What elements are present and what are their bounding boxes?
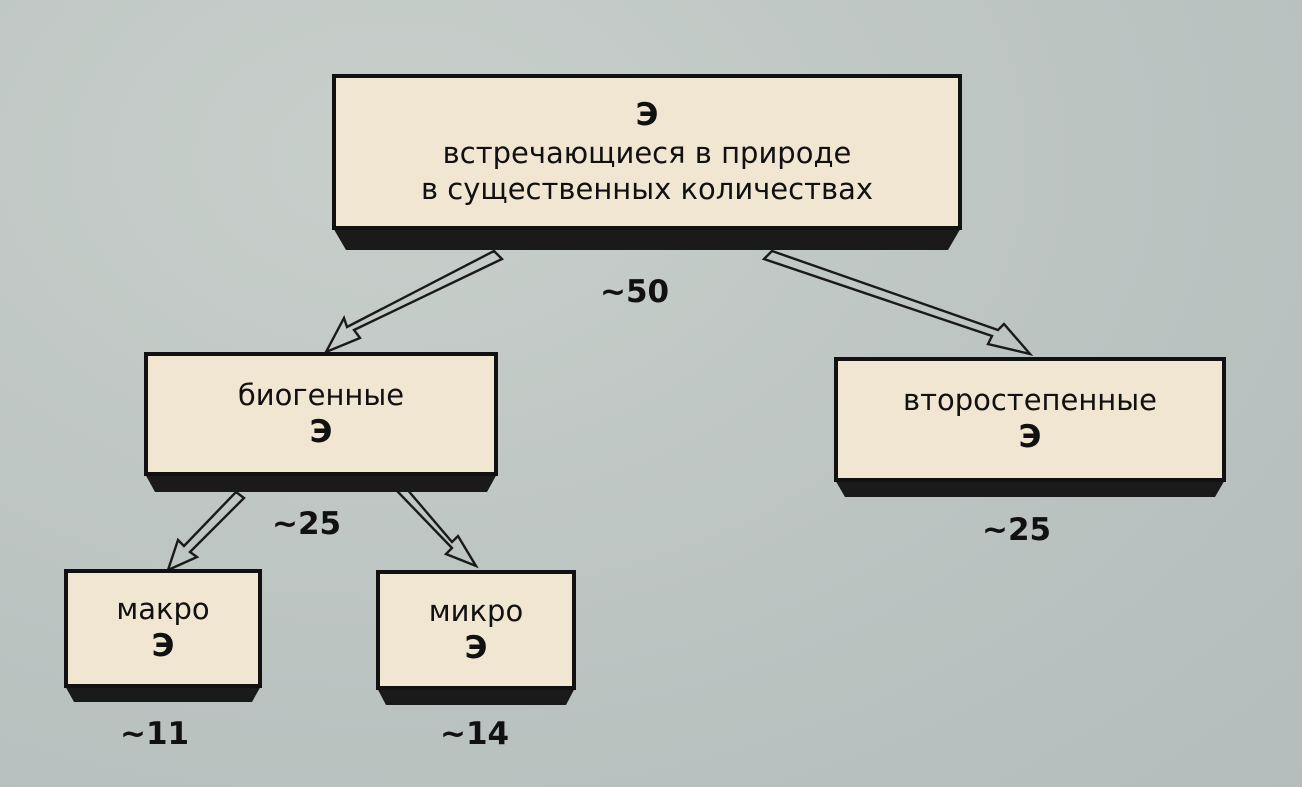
micro-box: микро Э	[376, 570, 576, 690]
macro-box-shadow	[64, 684, 262, 702]
secondary-count: ~25	[982, 512, 1052, 548]
arrow-biogenic-to-micro	[396, 486, 479, 569]
root-count: ~50	[600, 274, 670, 310]
biogenic-box: биогенные Э	[144, 352, 498, 476]
macro-label: макро	[116, 592, 210, 626]
arrow-root-to-biogenic	[323, 249, 505, 355]
micro-box-shadow	[376, 686, 576, 705]
root-line-2: в существенных количествах	[420, 172, 874, 207]
biogenic-label: биогенные	[237, 377, 405, 412]
root-box-shadow	[332, 226, 962, 250]
biogenic-count: ~25	[272, 506, 342, 542]
macro-symbol: Э	[151, 628, 175, 665]
secondary-box-shadow	[834, 478, 1226, 497]
arrow-root-to-secondary	[761, 249, 1034, 357]
root-box: Э встречающиеся в природе в существенных…	[332, 74, 962, 230]
secondary-label: второстепенные	[902, 383, 1158, 417]
micro-label: микро	[428, 593, 524, 628]
micro-count: ~14	[440, 716, 510, 752]
biogenic-box-shadow	[144, 472, 498, 492]
secondary-box: второстепенные Э	[834, 357, 1226, 482]
biogenic-symbol: Э	[309, 413, 333, 450]
arrow-biogenic-to-macro	[165, 490, 246, 573]
macro-box: макро Э	[64, 569, 262, 688]
root-symbol: Э	[635, 97, 659, 134]
micro-symbol: Э	[464, 629, 488, 666]
macro-count: ~11	[120, 716, 190, 752]
root-line-1: встречающиеся в природе	[442, 136, 852, 171]
secondary-symbol: Э	[1018, 419, 1042, 456]
